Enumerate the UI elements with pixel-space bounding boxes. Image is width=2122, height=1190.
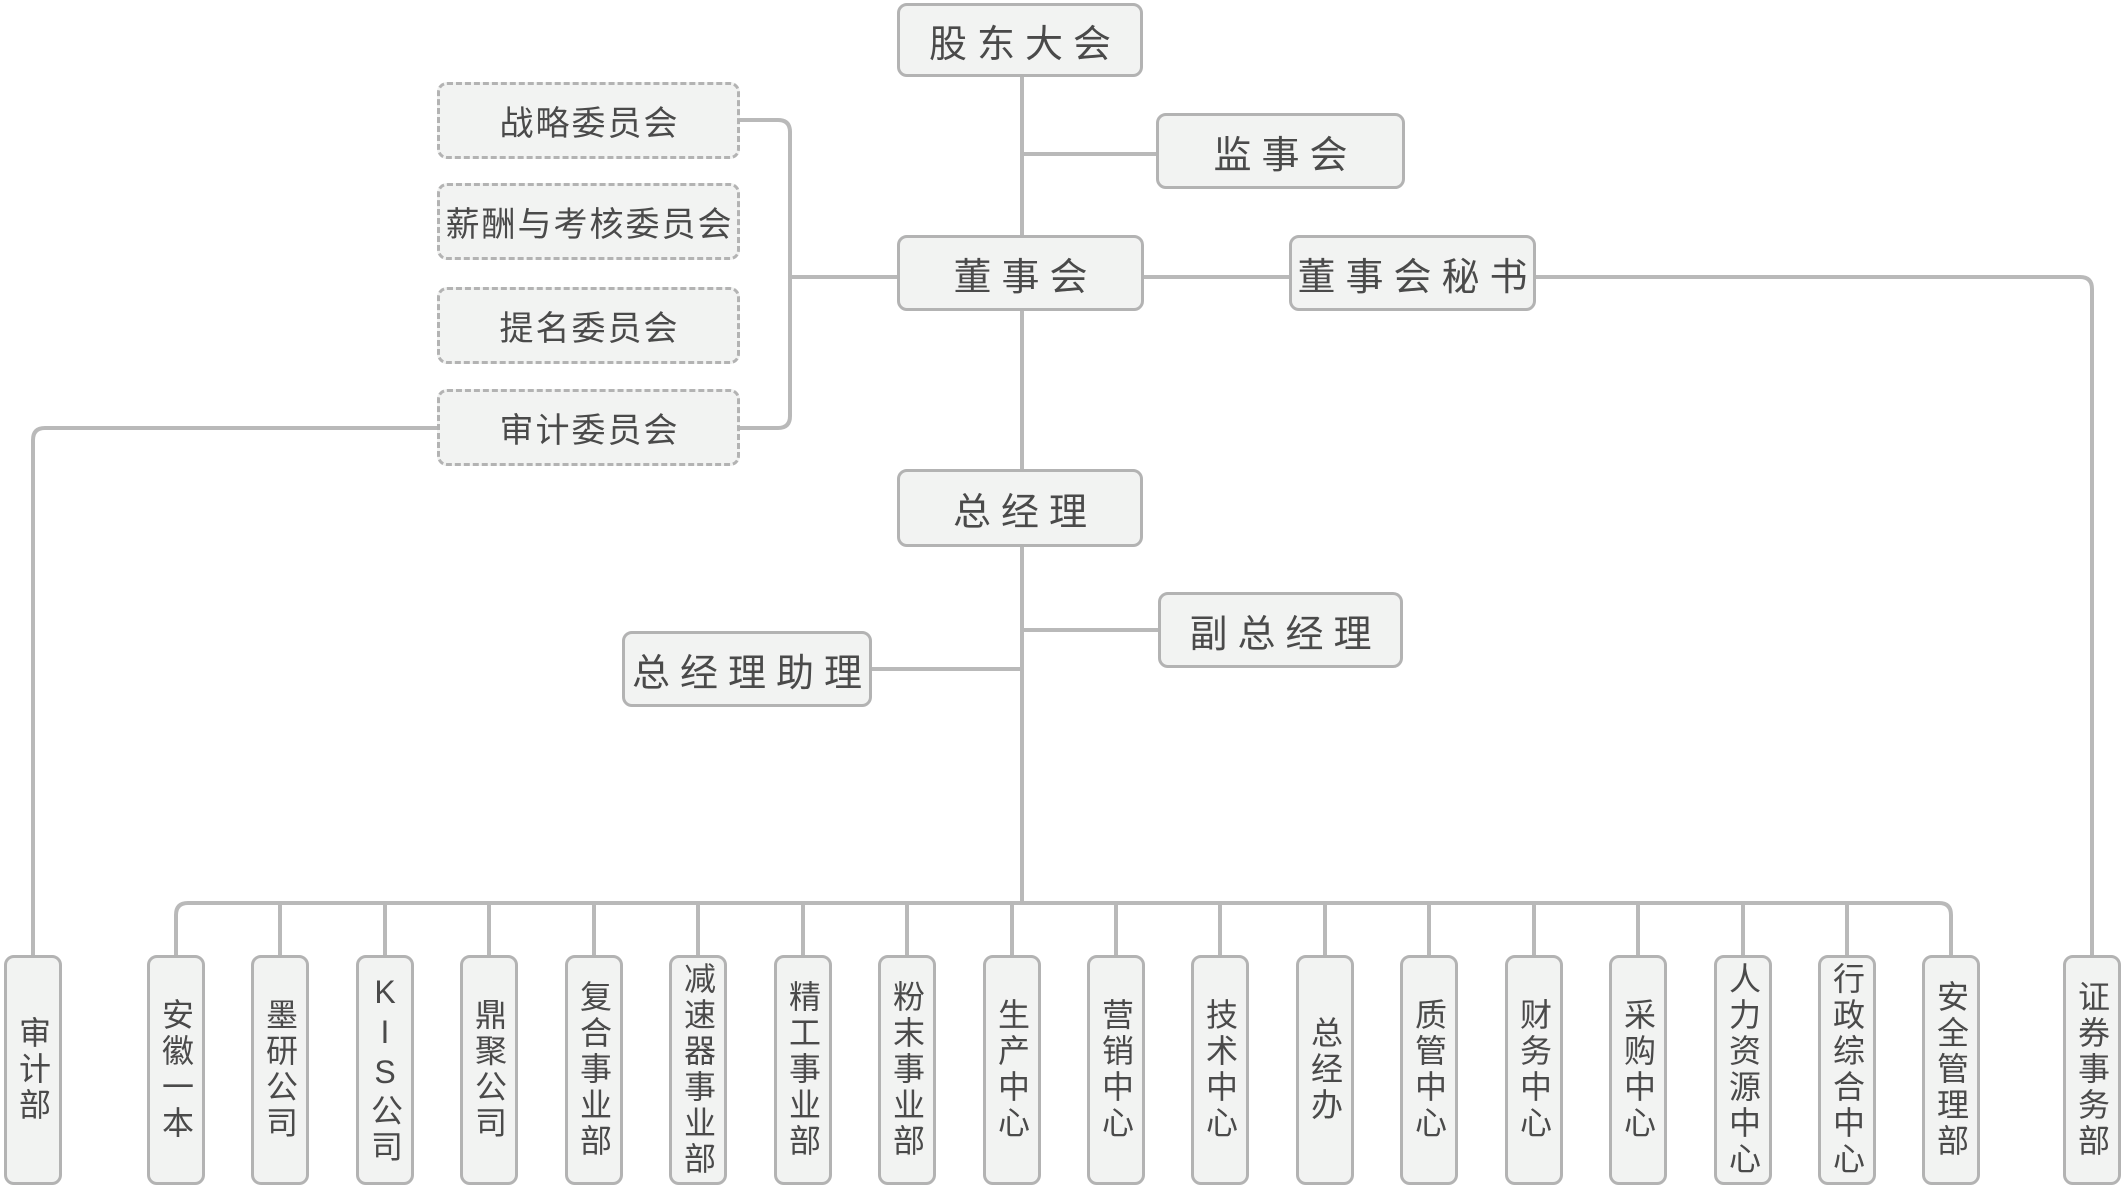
dept-node-technology-center[interactable]: 技术中心	[1191, 955, 1249, 1185]
dept-node-dingju[interactable]: 鼎聚公司	[460, 955, 518, 1185]
connector-bottom-bus	[174, 901, 1953, 955]
node-supervisory-board[interactable]: 监事会	[1156, 113, 1405, 189]
node-gm-assistant[interactable]: 总经理助理	[622, 631, 872, 707]
dept-node-quality-center[interactable]: 质管中心	[1400, 955, 1458, 1185]
dept-node-gm-office[interactable]: 总经办	[1296, 955, 1354, 1185]
node-remuneration-committee[interactable]: 薪酬与考核委员会	[437, 183, 740, 260]
dept-node-moyan[interactable]: 墨研公司	[251, 955, 309, 1185]
dept-node-marketing-center[interactable]: 营销中心	[1087, 955, 1145, 1185]
dept-node-powder-bu[interactable]: 粉末事业部	[878, 955, 936, 1185]
dept-node-composite-bu[interactable]: 复合事业部	[565, 955, 623, 1185]
dept-node-procurement-center[interactable]: 采购中心	[1609, 955, 1667, 1185]
dept-node-finance-center[interactable]: 财务中心	[1505, 955, 1563, 1185]
node-general-manager[interactable]: 总经理	[897, 469, 1143, 547]
node-strategy-committee[interactable]: 战略委员会	[437, 82, 740, 159]
dept-node-reducer-bu[interactable]: 减速器事业部	[669, 955, 727, 1185]
connector-secretary-to-securities-dept	[1536, 275, 2094, 955]
node-shareholders-meeting[interactable]: 股东大会	[897, 3, 1143, 77]
node-audit-committee[interactable]: 审计委员会	[437, 389, 740, 466]
dept-node-audit[interactable]: 审计部	[4, 955, 62, 1185]
node-board-secretary[interactable]: 董事会秘书	[1289, 235, 1536, 311]
dept-node-admin-center[interactable]: 行政综合中心	[1818, 955, 1876, 1185]
dept-node-kis[interactable]: KIS公司	[356, 955, 414, 1185]
dept-node-safety-dept[interactable]: 安全管理部	[1922, 955, 1980, 1185]
dept-node-seiko-bu[interactable]: 精工事业部	[774, 955, 832, 1185]
connector-audit-committee-to-audit-dept	[31, 426, 437, 955]
node-deputy-general-manager[interactable]: 副总经理	[1158, 592, 1403, 668]
dept-node-securities-dept[interactable]: 证券事务部	[2063, 955, 2121, 1185]
node-nomination-committee[interactable]: 提名委员会	[437, 287, 740, 364]
dept-node-hr-center[interactable]: 人力资源中心	[1714, 955, 1772, 1185]
connector-committee-bracket	[740, 118, 792, 430]
dept-node-anhui-yiben[interactable]: 安徽一本	[147, 955, 205, 1185]
dept-node-production-center[interactable]: 生产中心	[983, 955, 1041, 1185]
node-board-of-directors[interactable]: 董事会	[897, 235, 1144, 311]
